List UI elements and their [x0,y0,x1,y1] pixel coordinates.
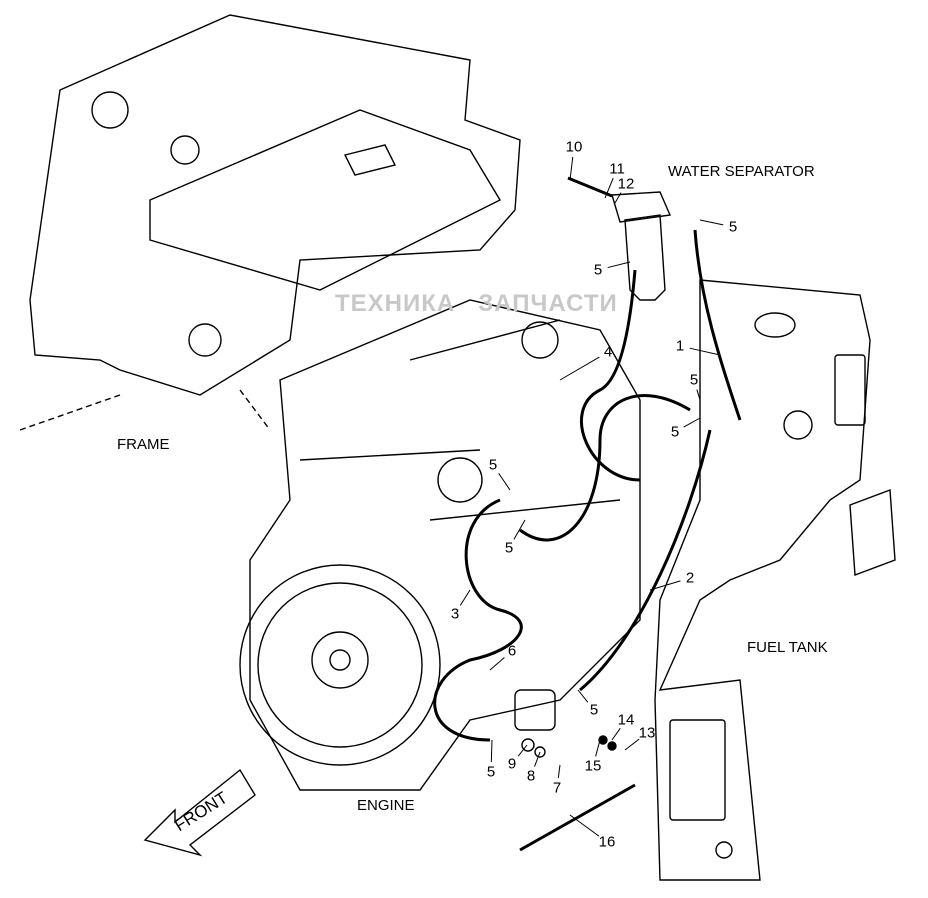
hose-3 [433,498,523,742]
callout-leader-line [459,589,471,606]
label-fuel-tank: FUEL TANK [747,639,828,656]
frame-plate [149,109,501,291]
callout-leader-line [604,178,614,199]
callout-1: 1 [675,337,685,355]
water-separator [624,214,666,301]
callout-leader-line [611,727,621,741]
callout-leader-line [614,192,622,204]
callout-13: 13 [638,724,656,742]
callout-leader-line [696,389,701,401]
callout-leader-line [498,472,511,491]
callout-leader-line [683,417,701,428]
callout-leader-line [689,347,721,356]
callout-leader-line [577,689,589,703]
hose-1 [693,229,742,421]
callout-leader-line [595,739,601,757]
callout-5: 5 [589,701,599,719]
callout-16: 16 [598,833,616,851]
hose-4 [580,269,641,482]
callout-leader-line [569,156,574,181]
callout-5: 5 [728,218,738,236]
callout-5: 5 [488,456,498,474]
callout-leader-line [624,738,640,751]
callout-leader-line [607,261,631,269]
callout-15: 15 [584,757,602,775]
watermark-logo: ТЕХНИКА ЗАПЧАСТИ [335,290,618,317]
callout-7: 7 [552,779,562,797]
callout-4: 4 [603,343,613,361]
callout-leader-line [490,739,493,763]
callout-10: 10 [565,138,583,156]
label-engine: ENGINE [357,797,415,814]
front-arrow [143,768,256,857]
callout-leader-line [699,219,724,226]
callout-leader-line [559,356,600,381]
callout-leader-line [517,744,528,757]
callout-leader-line [534,751,541,767]
label-frame: FRAME [117,436,170,453]
callout-14: 14 [617,711,635,729]
callout-leader-line [569,814,600,837]
callout-8: 8 [526,767,536,785]
callout-5: 5 [504,539,514,557]
callout-5: 5 [689,371,699,389]
hose-2 [579,429,712,692]
callout-2: 2 [685,569,695,587]
label-water-separator: WATER SEPARATOR [668,163,815,180]
callout-3: 3 [450,605,460,623]
callout-11: 11 [609,160,625,178]
callout-5: 5 [486,763,496,781]
callout-12: 12 [617,175,635,193]
callout-5: 5 [593,261,603,279]
flywheel [239,564,441,766]
callout-6: 6 [507,642,517,660]
callout-5: 5 [670,423,680,441]
engine-outline [249,299,641,791]
callout-leader-line [489,657,505,671]
callout-9: 9 [507,755,517,773]
callout-leader-line [513,519,526,540]
callout-leader-line [557,764,561,779]
frame-outline [29,14,521,396]
callout-leader-line [649,580,681,591]
